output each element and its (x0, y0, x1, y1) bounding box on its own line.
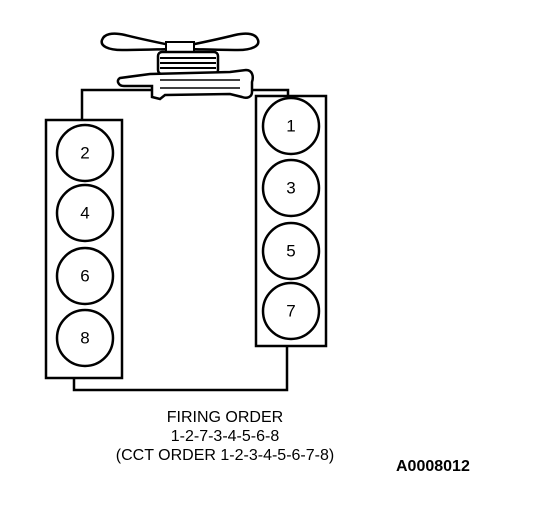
cylinder-label: 3 (286, 179, 295, 198)
cylinder-2 (55, 123, 115, 183)
cylinder-label: 6 (80, 267, 89, 286)
cylinder-label: 7 (286, 302, 295, 321)
cylinder-6 (55, 246, 115, 306)
cylinder-label: 8 (80, 329, 89, 348)
cylinder-5 (261, 221, 321, 281)
caption-order: 1-2-7-3-4-5-6-8 (170, 428, 280, 445)
shaft-assembly-icon (116, 68, 254, 101)
cylinder-label: 4 (80, 204, 89, 223)
cylinder-8 (55, 308, 115, 368)
right-cylinder-bank: 1 3 5 7 (254, 94, 328, 348)
water-pump-icon (156, 50, 220, 76)
cylinder-1 (261, 96, 321, 156)
fan-icon (100, 32, 260, 53)
firing-order-caption: FIRING ORDER 1-2-7-3-4-5-6-8 (CCT ORDER … (100, 408, 350, 465)
cylinder-7 (261, 281, 321, 341)
cylinder-label: 5 (286, 242, 295, 261)
caption-title: FIRING ORDER (166, 409, 284, 426)
cylinder-3 (261, 158, 321, 218)
cylinder-4 (55, 183, 115, 243)
left-cylinder-bank: 2 4 6 8 (44, 118, 124, 380)
reference-code: A0008012 (396, 458, 470, 475)
cylinder-label: 1 (286, 117, 295, 136)
engine-outline (72, 88, 290, 392)
cylinder-label: 2 (80, 144, 89, 163)
caption-cct-order: (CCT ORDER 1-2-3-4-5-6-7-8) (115, 447, 335, 464)
